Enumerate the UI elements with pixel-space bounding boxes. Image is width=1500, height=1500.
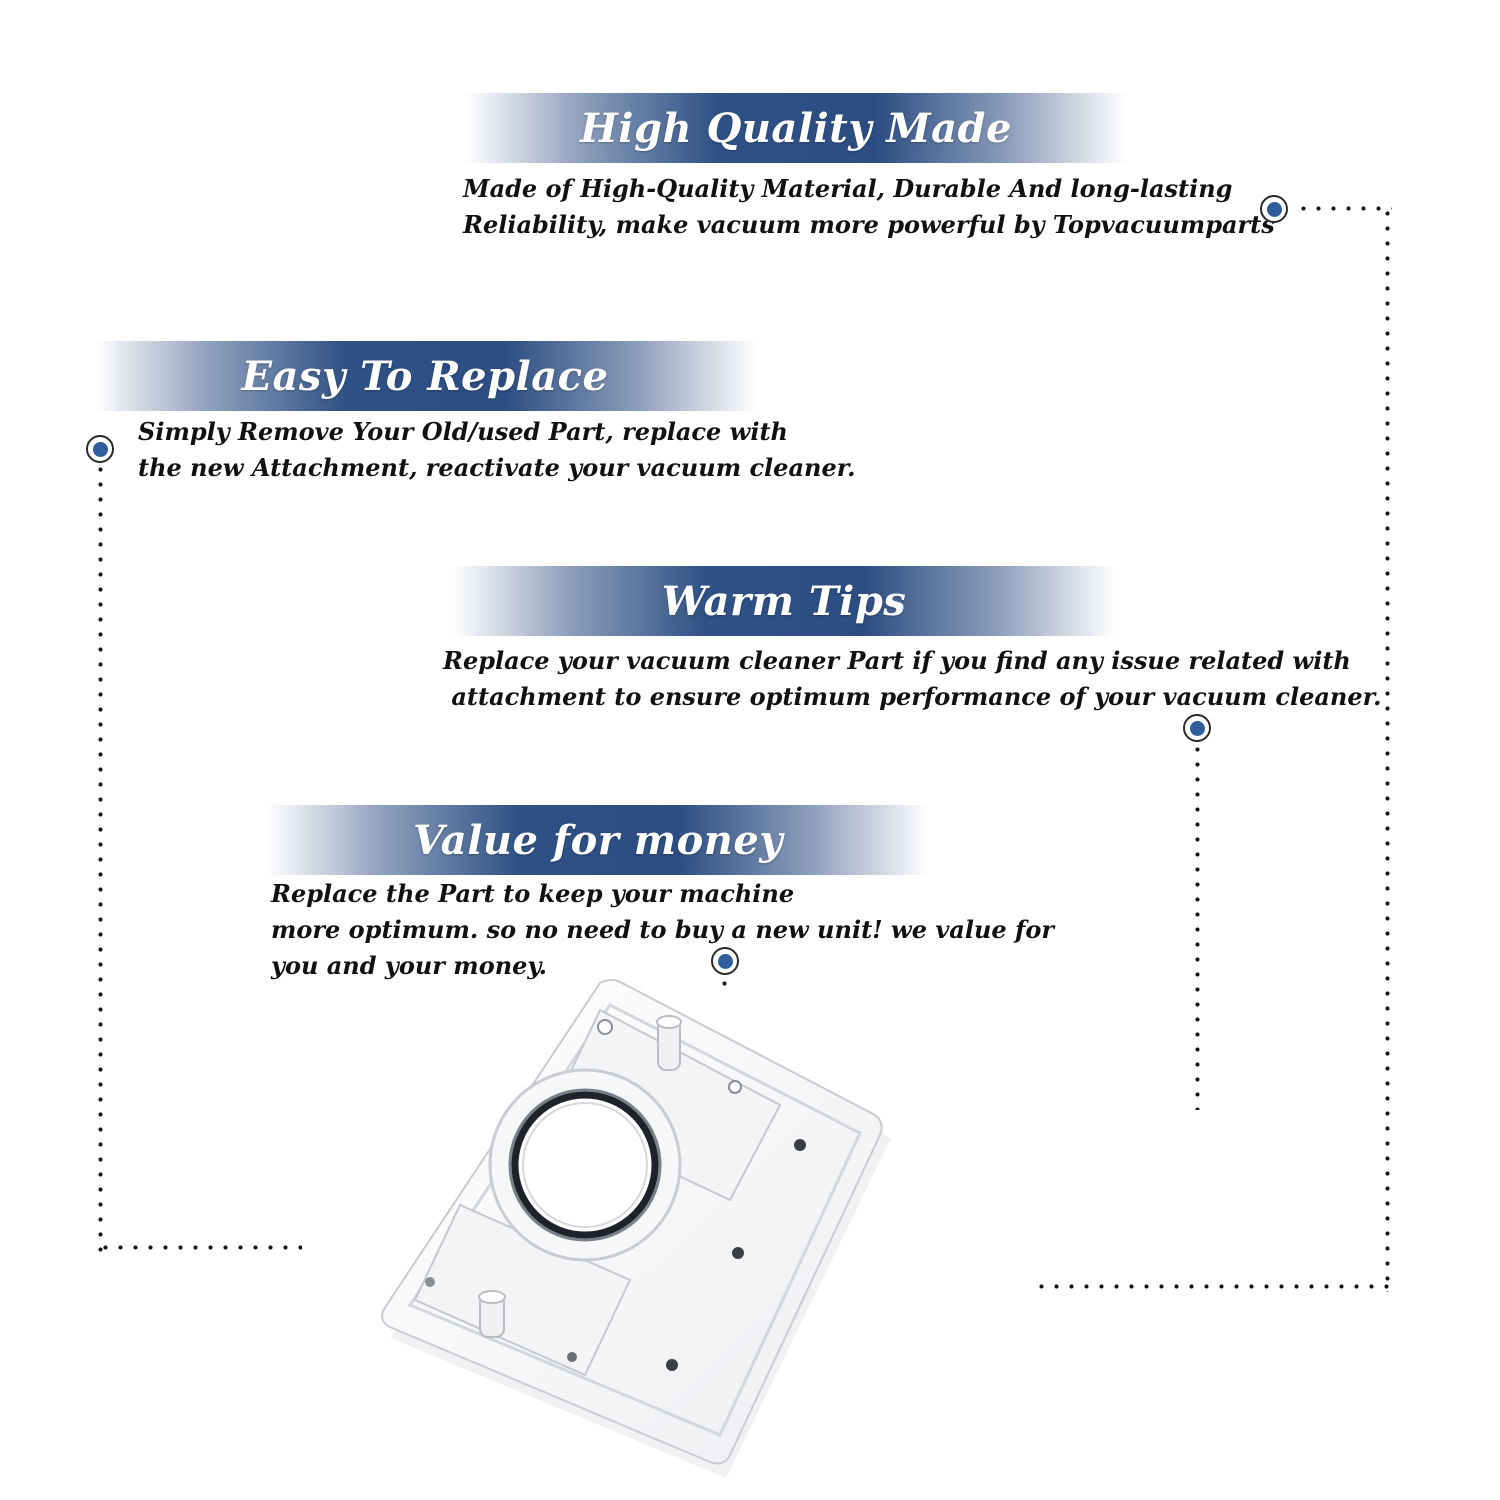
description-line: more optimum. so no need to buy a new un… [271, 915, 1054, 944]
circle-marker-icon [1183, 714, 1211, 742]
section-title: Warm Tips [661, 577, 907, 625]
connector-line [1385, 206, 1390, 1292]
banner-value-for-money: Value for money [267, 805, 929, 875]
section-description: Replace your vacuum cleaner Part if you … [443, 643, 1381, 715]
circle-marker-icon [1260, 195, 1288, 223]
description-line: Made of High-Quality Material, Durable A… [463, 174, 1233, 203]
section-description: Simply Remove Your Old/used Part, replac… [138, 414, 856, 486]
connector-line [98, 1245, 302, 1250]
connector-line [1195, 742, 1200, 1110]
description-line: Replace the Part to keep your machine [271, 879, 795, 908]
description-line: the new Attachment, reactivate your vacu… [138, 453, 856, 482]
circle-marker-icon [711, 947, 739, 975]
vacuum-inlet-mounting-plate-image [381, 979, 891, 1478]
connector-line [1034, 1284, 1392, 1289]
description-line: Simply Remove Your Old/used Part, replac… [138, 417, 788, 446]
section-description: Replace the Part to keep your machine mo… [271, 876, 1054, 984]
description-line: Replace your vacuum cleaner Part if you … [443, 646, 1351, 675]
section-title: Easy To Replace [241, 352, 609, 400]
description-line: Reliability, make vacuum more powerful b… [463, 210, 1275, 239]
circle-marker-icon [86, 435, 114, 463]
connector-line [1296, 206, 1392, 211]
section-description: Made of High-Quality Material, Durable A… [463, 171, 1275, 243]
connector-line [722, 976, 727, 996]
section-title: High Quality Made [580, 104, 1012, 152]
description-line: attachment to ensure optimum performance… [443, 682, 1382, 711]
banner-warm-tips: Warm Tips [453, 566, 1115, 636]
connector-line [98, 462, 103, 1252]
banner-easy-to-replace: Easy To Replace [94, 341, 756, 411]
description-line: you and your money. [271, 951, 547, 980]
banner-high-quality-made: High Quality Made [465, 93, 1127, 163]
section-title: Value for money [412, 816, 784, 864]
